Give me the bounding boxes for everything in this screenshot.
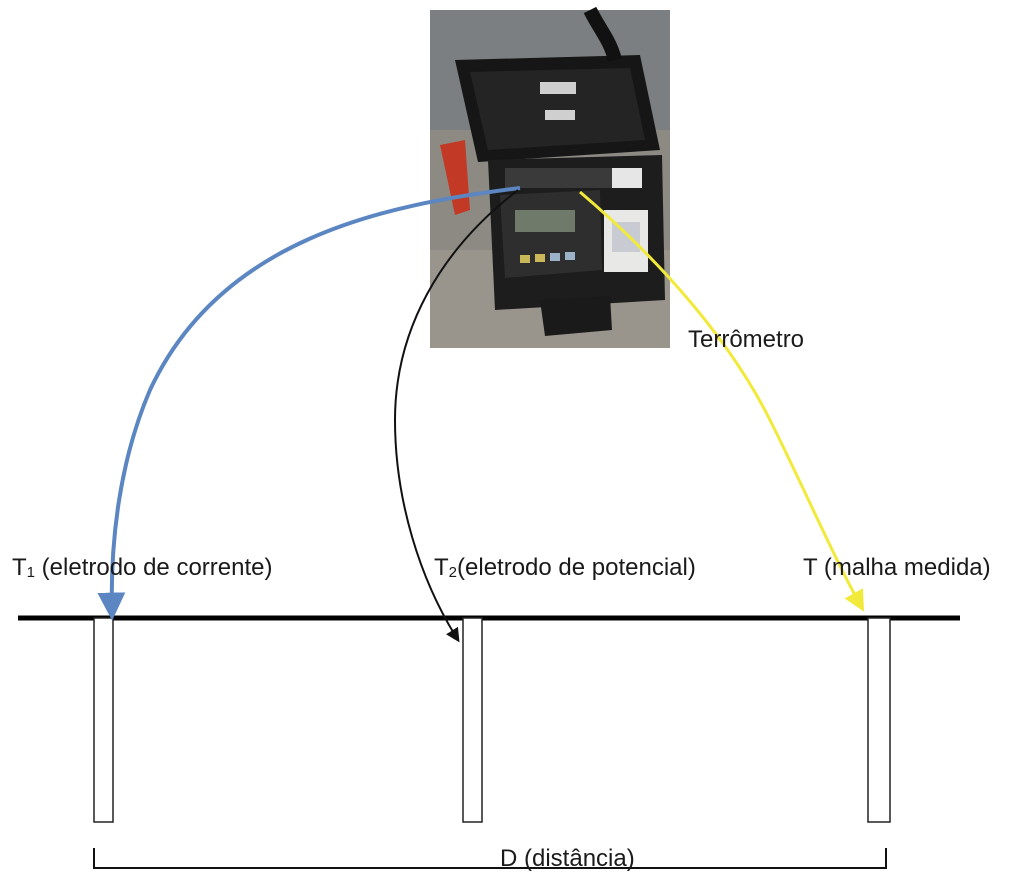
electrode-t-mesh (867, 617, 891, 823)
electrode-t2 (462, 617, 483, 823)
t1-label: T1 (eletrodo de corrente) (12, 554, 272, 587)
t1-subscript: 1 (26, 564, 36, 581)
t2-label: T2(eletrodo de potencial) (434, 554, 696, 587)
t2-description: (eletrodo de potencial) (457, 554, 696, 581)
current-wire (97, 186, 521, 621)
t1-symbol: T (12, 554, 27, 581)
potential-wire (393, 189, 519, 643)
terrometro-label: Terrômetro (688, 326, 805, 353)
distance-bracket (93, 848, 887, 869)
electrode-t1 (93, 617, 114, 823)
device-photo (430, 6, 670, 348)
distance-label: D (distância) (500, 845, 635, 872)
t-mesh-label: T (malha medida) (803, 554, 991, 581)
t2-subscript: 2 (448, 564, 458, 581)
t2-symbol: T (434, 554, 449, 581)
t1-description: (eletrodo de corrente) (35, 554, 273, 581)
mesh-wire (579, 190, 865, 612)
